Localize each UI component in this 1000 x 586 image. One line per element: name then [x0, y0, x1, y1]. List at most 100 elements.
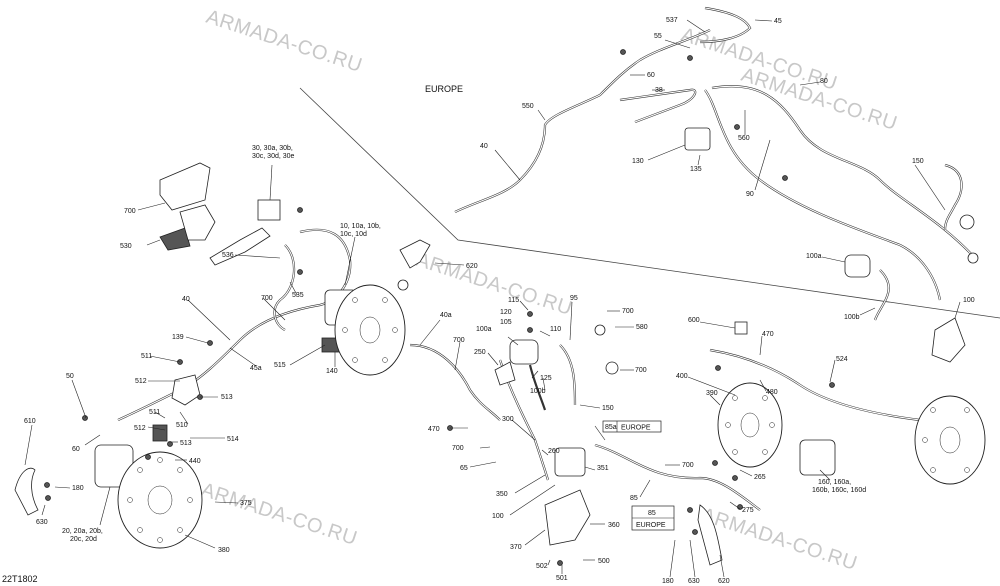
- callout-label: 100b: [530, 388, 546, 395]
- callout-label: 700: [635, 367, 647, 374]
- o-ring-part: [594, 324, 606, 336]
- bracket-part: [179, 204, 216, 241]
- callout-label: 60: [72, 446, 80, 453]
- callout-label: 80: [820, 78, 828, 85]
- brake-lever: [209, 227, 271, 266]
- callout-label: 630: [688, 578, 700, 585]
- callout-label: 470: [762, 331, 774, 338]
- master-cylinder: [257, 199, 281, 221]
- callout-label: 125: [540, 375, 552, 382]
- callout-label: 100a: [806, 253, 822, 260]
- callout-label: 514: [227, 436, 239, 443]
- callout-label: 580: [636, 324, 648, 331]
- callout-label: 300: [502, 416, 514, 423]
- callout-labels: 537 45 55 60 38 80 550 560 130 135 40 90…: [24, 17, 975, 585]
- callout-label: 524: [836, 356, 848, 363]
- callout-label: 390: [706, 390, 718, 397]
- callout-label: 400: [676, 373, 688, 380]
- callout-label: 95: [570, 295, 578, 302]
- callout-label: 40a: [440, 312, 452, 319]
- o-ring-part: [967, 252, 979, 264]
- bracket-part: [159, 227, 191, 251]
- brake-disc-left: [117, 451, 203, 549]
- callout-label: 100: [963, 297, 975, 304]
- callout-label: 480: [766, 389, 778, 396]
- caliper-part: [554, 447, 586, 477]
- callout-label: 700: [622, 308, 634, 315]
- callout-label: 700: [261, 295, 273, 302]
- bracket-part: [697, 504, 723, 566]
- o-ring-part: [959, 214, 975, 230]
- mud-guard-part: [14, 467, 39, 516]
- callout-label: 160b, 160c, 160d: [812, 487, 866, 494]
- brake-lines: [117, 6, 976, 511]
- callout-label: 375: [240, 500, 252, 507]
- callout-label: 630: [36, 519, 48, 526]
- lever-part: [399, 239, 431, 269]
- callout-label: 45a: [250, 365, 262, 372]
- callout-label: 20c, 20d: [70, 536, 97, 543]
- pedal-part: [494, 361, 516, 386]
- callout-label: 501: [556, 575, 568, 582]
- callout-label: 130: [632, 158, 644, 165]
- leader-lines: [24, 19, 961, 578]
- callout-label: 530: [120, 243, 132, 250]
- callout-label: 10c, 10d: [340, 231, 367, 238]
- parts-layer: [14, 127, 979, 566]
- valve-block: [684, 127, 711, 151]
- callout-label: 511: [141, 353, 152, 360]
- clip-part: [734, 321, 748, 335]
- brake-disc-right-a: [717, 382, 783, 468]
- region-label: EUROPE: [621, 425, 651, 432]
- callout-label: 360: [608, 522, 620, 529]
- callout-label: 250: [474, 349, 486, 356]
- callout-label: 85: [648, 510, 656, 517]
- callout-label: 502: [536, 563, 548, 570]
- reservoir-part: [844, 254, 871, 278]
- callout-label: 90: [746, 191, 754, 198]
- watermark-text: ARMADA-CO.RU: [198, 479, 360, 550]
- watermark-text: ARMADA-CO.RU: [698, 504, 860, 575]
- callout-label: 260: [548, 448, 560, 455]
- region-label: EUROPE: [636, 522, 666, 529]
- callout-label: 275: [742, 507, 754, 514]
- callout-label: 550: [522, 103, 534, 110]
- callout-label: 700: [124, 208, 136, 215]
- callout-label: 265: [754, 474, 766, 481]
- brake-disc-center: [334, 284, 406, 376]
- callout-label: 135: [690, 166, 702, 173]
- caliper-part: [799, 439, 836, 476]
- shield-part: [159, 162, 211, 211]
- callout-label: 700: [682, 462, 694, 469]
- callout-label: 30c, 30d, 30e: [252, 153, 295, 160]
- callout-label: 620: [466, 263, 478, 270]
- callout-label: 515: [274, 362, 286, 369]
- watermark-text: ARMADA-CO.RU: [203, 6, 365, 77]
- callout-label: 100b: [844, 314, 860, 321]
- callout-label: 535: [292, 292, 304, 299]
- callout-label: 700: [452, 445, 464, 452]
- brake-discs: [117, 284, 986, 549]
- callout-label: 150: [602, 405, 614, 412]
- callout-label: 115: [508, 297, 519, 304]
- callout-label: 20, 20a, 20b,: [62, 528, 103, 535]
- callout-label: 85: [630, 495, 638, 502]
- region-box: 85a EUROPE: [602, 420, 662, 433]
- callout-label: 105: [500, 319, 512, 326]
- callout-label: 560: [738, 135, 750, 142]
- callout-label: 370: [510, 544, 522, 551]
- callout-label: 30, 30a, 30b,: [252, 145, 293, 152]
- reservoir-part: [509, 339, 539, 365]
- callout-label: 100: [492, 513, 504, 520]
- callout-label: 140: [326, 368, 338, 375]
- callout-label: 620: [718, 578, 730, 585]
- fitting-part: [397, 279, 409, 291]
- callout-label: 600: [688, 317, 700, 324]
- callout-label: 85a: [605, 424, 617, 431]
- callout-label: 50: [66, 373, 74, 380]
- callout-label: 511: [149, 409, 160, 416]
- callout-label: 513: [221, 394, 233, 401]
- callout-label: 510: [176, 422, 188, 429]
- callout-label: 180: [662, 578, 674, 585]
